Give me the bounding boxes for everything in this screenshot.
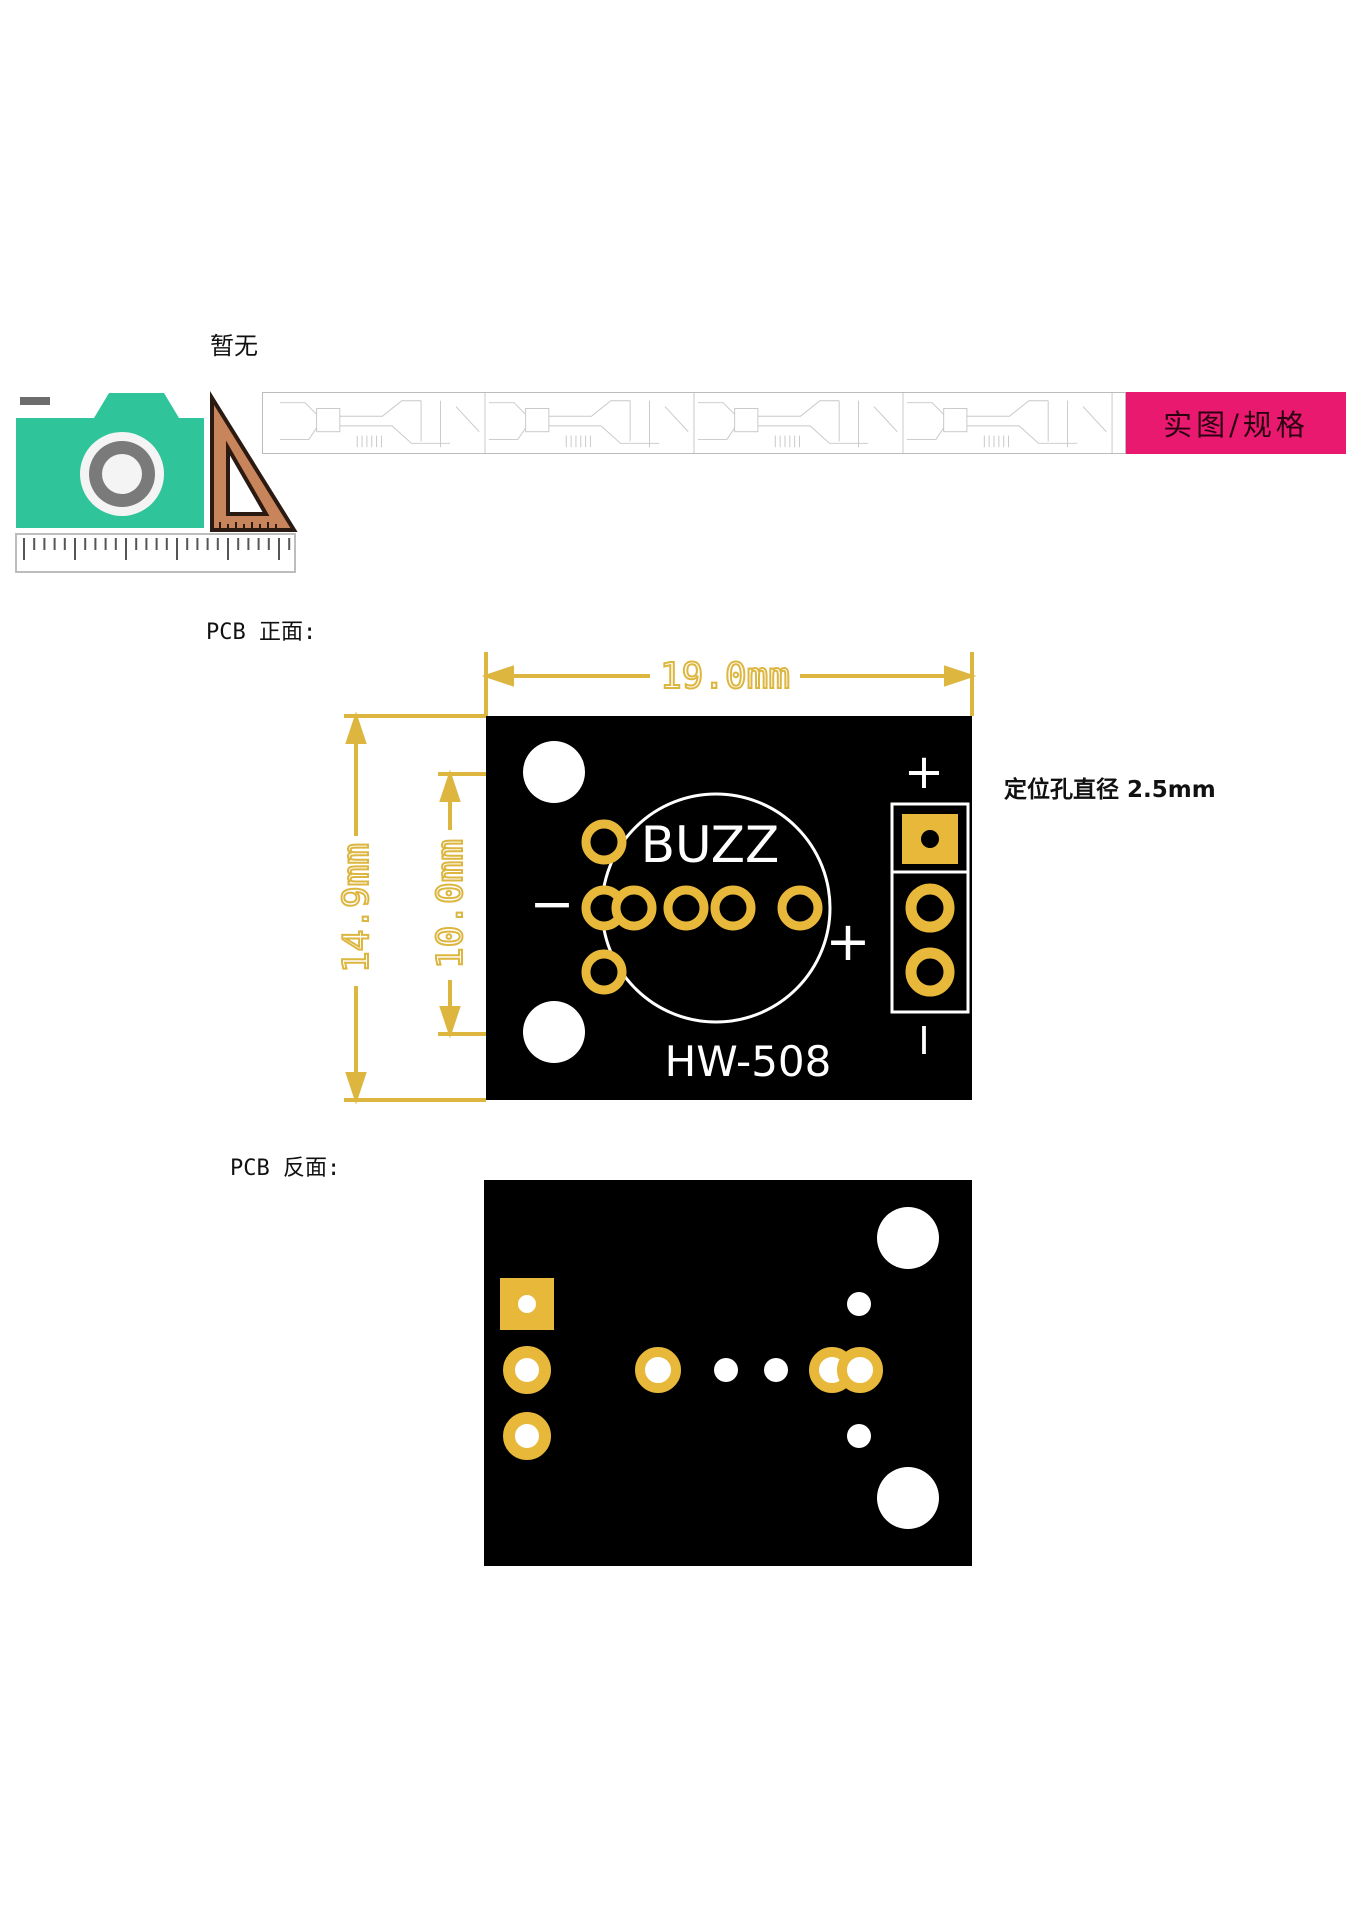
pcb-front-figure: 19.0mm 14.9mm 10.0mm BUZZ HW-508 + − + I [335,652,977,1105]
inner-dimension-text: 10.0mm [430,839,471,969]
back-header-pad [503,1412,551,1460]
mounting-hole [523,741,585,803]
silk-model: HW-508 [665,1037,832,1086]
silk-minus: − [529,872,574,935]
pcb-front-label: PCB 正面: [206,620,317,645]
buzzer-pads [581,819,823,995]
circuit-pattern-banner [262,392,1126,454]
pcb-back-label: PCB 反面: [230,1156,341,1181]
camera-ruler-logo [15,390,298,573]
triangle-ruler-icon [210,390,298,532]
header-pad [905,883,955,933]
mounting-hole-note: 定位孔直径 2.5mm [1004,777,1216,803]
ruler-icon [15,533,296,573]
back-header-pad [503,1346,551,1394]
header-pad [905,947,955,997]
banner-tag: 实图/规格 [1126,392,1346,454]
mounting-hole [877,1467,939,1529]
pcb-back-figure [484,1180,972,1566]
height-dimension-text: 14.9mm [336,843,377,973]
camera-icon [16,393,204,528]
silk-title: BUZZ [641,816,780,874]
width-dimension-text: 19.0mm [660,656,790,697]
back-buzzer-pads [635,1347,883,1393]
silk-plus: + [825,910,870,973]
mounting-hole [877,1207,939,1269]
header-plus: + [904,744,944,800]
header-minus: I [918,1019,929,1063]
mounting-hole [523,1001,585,1063]
header-outline [890,802,970,1014]
no-image-note: 暂无 [210,332,258,360]
